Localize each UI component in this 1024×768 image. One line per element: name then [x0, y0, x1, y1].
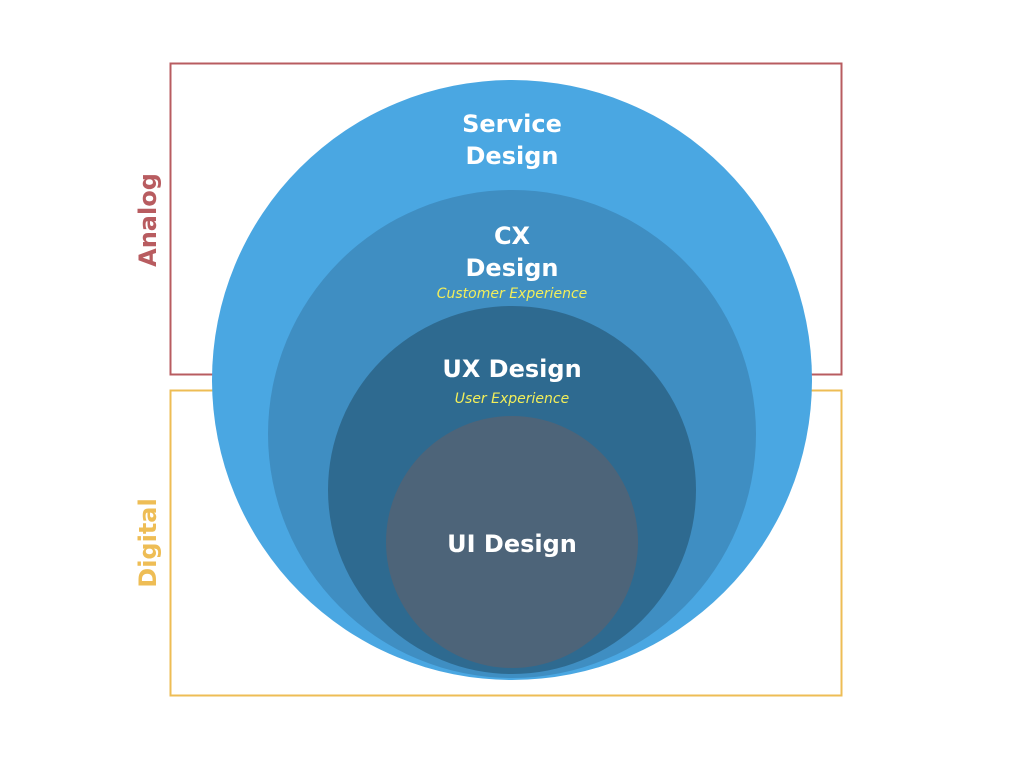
cx-design-subtitle: Customer Experience — [437, 286, 588, 302]
cx-design-label-1: CX — [494, 222, 531, 250]
service-design-label-1: Service — [462, 110, 562, 138]
cx-design-label-2: Design — [466, 254, 559, 282]
digital-label: Digital — [134, 498, 162, 587]
ui-design-circle — [386, 416, 638, 668]
service-design-label-2: Design — [466, 142, 559, 170]
analog-label: Analog — [134, 173, 162, 267]
ux-design-label: UX Design — [442, 355, 581, 383]
ux-design-subtitle: User Experience — [455, 391, 569, 407]
ui-design-label: UI Design — [447, 530, 577, 558]
